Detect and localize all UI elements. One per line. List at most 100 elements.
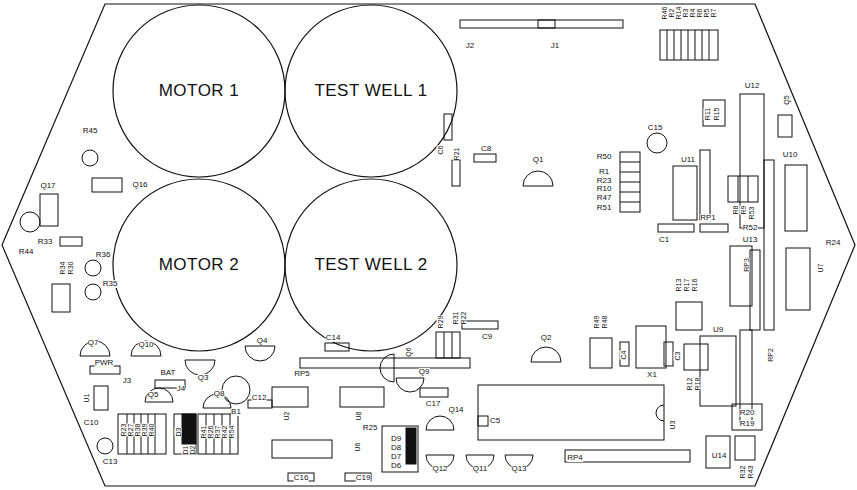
part-label: D3 bbox=[175, 428, 182, 437]
part-label: R26 bbox=[207, 426, 214, 439]
part-label: R31 bbox=[452, 312, 459, 325]
part-label: R35 bbox=[103, 280, 118, 288]
part-label: U12 bbox=[745, 82, 760, 90]
part-label: Q3 bbox=[198, 374, 209, 382]
part-label: R10 bbox=[597, 185, 612, 193]
part-label: D8 bbox=[391, 444, 401, 452]
part-label: Q6 bbox=[405, 347, 412, 356]
part-label: R19 bbox=[740, 420, 755, 428]
part-label: R51 bbox=[597, 204, 612, 212]
part-label: C1 bbox=[659, 236, 669, 244]
part-label: Q10 bbox=[138, 341, 153, 349]
part-label: C13 bbox=[103, 458, 118, 466]
part-label: C17 bbox=[426, 400, 441, 408]
part-label: C8 bbox=[481, 145, 491, 153]
part-label: Q8 bbox=[214, 390, 225, 398]
part-label: Q7 bbox=[88, 339, 99, 347]
part-label: U2 bbox=[283, 412, 290, 421]
circle-label: TEST WELL 1 bbox=[314, 81, 427, 101]
part-label: Q1 bbox=[533, 156, 544, 164]
part-label: R38 bbox=[134, 424, 141, 437]
part-label: R46 bbox=[661, 7, 668, 20]
part-label: Q12 bbox=[432, 465, 447, 473]
part-label: R34 bbox=[59, 262, 66, 275]
part-label: D1 bbox=[182, 446, 189, 455]
part-label: R24 bbox=[826, 239, 841, 247]
part-label: R7 bbox=[710, 9, 717, 18]
part-label: U3 bbox=[669, 421, 676, 430]
part-label: U13 bbox=[743, 236, 758, 244]
part-label: Q13 bbox=[511, 465, 526, 473]
part-label: U1 bbox=[83, 394, 90, 403]
part-label: R23 bbox=[120, 424, 127, 437]
part-label: Q17 bbox=[40, 182, 55, 190]
part-label: U8 bbox=[355, 412, 362, 421]
part-label: R43 bbox=[747, 466, 754, 479]
component-circle: MOTOR 2 bbox=[112, 178, 286, 352]
part-label: C3 bbox=[674, 352, 681, 361]
circle-label: TEST WELL 2 bbox=[314, 255, 427, 275]
part-label: R8 bbox=[732, 206, 739, 215]
part-label: C4 bbox=[620, 351, 627, 360]
part-label: R23 bbox=[597, 177, 612, 185]
part-label: R21 bbox=[453, 148, 460, 161]
part-label: B1 bbox=[231, 408, 241, 416]
part-label: D2 bbox=[189, 446, 196, 455]
part-label: C6 bbox=[437, 146, 444, 155]
part-label: R5 bbox=[703, 9, 710, 18]
part-label: R42 bbox=[221, 426, 228, 439]
part-label: R22 bbox=[460, 312, 467, 325]
part-label: R9 bbox=[740, 206, 747, 215]
part-label: C12 bbox=[252, 394, 267, 402]
part-label: R14 bbox=[675, 7, 682, 20]
part-label: C5 bbox=[490, 417, 500, 425]
part-label: D9 bbox=[391, 435, 401, 443]
part-label: R40 bbox=[148, 424, 155, 437]
circle-label: MOTOR 2 bbox=[159, 255, 240, 275]
part-label: R47 bbox=[597, 194, 612, 202]
component-circle: TEST WELL 2 bbox=[284, 178, 458, 352]
part-label: Q11 bbox=[473, 465, 488, 473]
part-label: R16 bbox=[691, 279, 698, 292]
part-label: R3 bbox=[682, 9, 689, 18]
part-label: C10 bbox=[84, 419, 99, 427]
part-label: R33 bbox=[38, 238, 53, 246]
part-label: R49 bbox=[593, 316, 600, 329]
part-label: U14 bbox=[712, 452, 727, 460]
part-label: D6 bbox=[391, 462, 401, 470]
part-label: R13 bbox=[675, 279, 682, 292]
part-label: X1 bbox=[647, 371, 657, 379]
circle-label: MOTOR 1 bbox=[159, 81, 240, 101]
part-label: R2 bbox=[668, 9, 675, 18]
part-label: J3 bbox=[123, 377, 131, 385]
part-label: C19 bbox=[356, 474, 371, 482]
part-label: R44 bbox=[19, 248, 34, 256]
part-label: U11 bbox=[681, 156, 695, 164]
part-label: R20 bbox=[740, 409, 755, 417]
component-circle: MOTOR 1 bbox=[112, 4, 286, 178]
part-label: U9 bbox=[713, 326, 723, 334]
part-label: C14 bbox=[326, 334, 341, 342]
part-label: R15 bbox=[713, 108, 720, 121]
part-label: U7 bbox=[817, 264, 824, 273]
part-label: RP2 bbox=[767, 348, 774, 362]
part-label: J2 bbox=[466, 42, 474, 50]
part-label: Q5 bbox=[783, 95, 790, 104]
part-label: Q14 bbox=[448, 406, 463, 414]
part-label: R53 bbox=[748, 207, 755, 220]
part-label: J4 bbox=[177, 385, 185, 393]
part-label: RP5 bbox=[294, 370, 310, 378]
part-label: R12 bbox=[686, 378, 693, 391]
part-label: R54 bbox=[228, 426, 235, 439]
part-label: C15 bbox=[648, 124, 663, 132]
part-label: RP1 bbox=[700, 214, 716, 222]
part-label: Q4 bbox=[257, 337, 268, 345]
part-label: R27 bbox=[127, 424, 134, 437]
part-label: R45 bbox=[83, 127, 98, 135]
part-label: R6 bbox=[696, 9, 703, 18]
part-label: R1 bbox=[599, 168, 609, 176]
part-label: D7 bbox=[391, 453, 401, 461]
part-label: Q9 bbox=[419, 368, 430, 376]
